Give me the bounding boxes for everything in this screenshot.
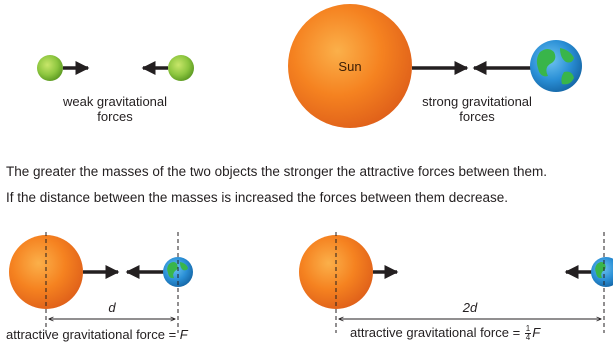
fraction-denominator: 4 bbox=[525, 334, 531, 342]
far-pair-group bbox=[299, 232, 613, 333]
earth-small-far bbox=[591, 257, 613, 287]
near-pair-group bbox=[9, 232, 193, 333]
statement-distance: If the distance between the masses is in… bbox=[6, 190, 508, 205]
strong-force-label-line1: strong gravitational bbox=[412, 94, 542, 109]
far-force-value: F bbox=[532, 325, 540, 340]
near-force-caption-text: attractive gravitational force = bbox=[6, 327, 180, 342]
weak-force-label-line2: forces bbox=[55, 109, 175, 124]
distance-2d-label: 2d bbox=[460, 300, 480, 315]
weak-force-group bbox=[37, 55, 194, 81]
near-force-caption: attractive gravitational force = F bbox=[6, 327, 188, 342]
green-ball-right bbox=[168, 55, 194, 81]
strong-force-label: strong gravitational forces bbox=[412, 94, 542, 124]
weak-force-label-line1: weak gravitational bbox=[55, 94, 175, 109]
weak-force-label: weak gravitational forces bbox=[55, 94, 175, 124]
far-force-caption-text: attractive gravitational force = bbox=[350, 325, 524, 340]
earth-large bbox=[530, 40, 582, 92]
distance-d-label: d bbox=[105, 300, 119, 315]
green-ball-left bbox=[37, 55, 63, 81]
sun-label: Sun bbox=[330, 59, 370, 74]
strong-force-label-line2: forces bbox=[412, 109, 542, 124]
near-force-value: F bbox=[180, 327, 188, 342]
statement-masses: The greater the masses of the two object… bbox=[6, 164, 547, 179]
